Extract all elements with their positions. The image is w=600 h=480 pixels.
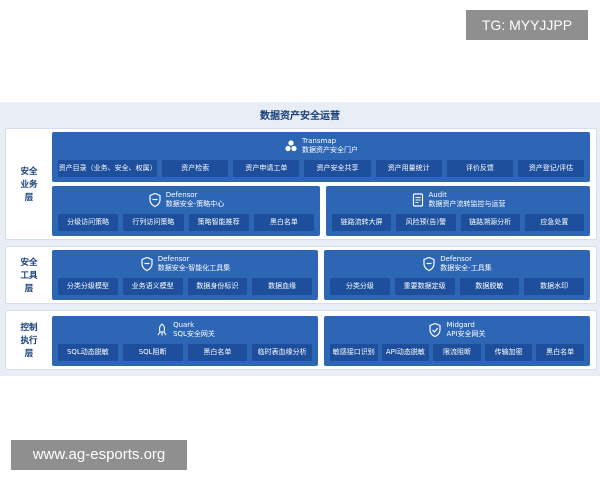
transmap-subtitle: 数据资产安全门户 <box>302 145 358 154</box>
chip-classification: 分类分级 <box>330 278 390 295</box>
transmap-name: Transmap <box>302 137 337 145</box>
chip-emergency: 应急处置 <box>524 214 584 231</box>
chip-policy-recommend: 策略智能推荐 <box>188 214 249 231</box>
defensor-tools-subtitle: 数据安全-工具集 <box>440 263 492 272</box>
label-line: 控制 <box>20 323 38 333</box>
quark-subtitle: SQL安全网关 <box>173 329 215 338</box>
layer-control-label: 控制 执行 层 <box>12 322 46 361</box>
defensor-policy-name: Defensor <box>165 191 198 199</box>
chip-important-data-grading: 重要数据定级 <box>394 278 455 295</box>
chip-sql-block: SQL阻断 <box>122 344 183 361</box>
chip-feedback: 评价反馈 <box>446 160 513 177</box>
chip-sensitive-api-detect: 敏感接口识别 <box>330 344 378 361</box>
chip-data-watermark: 数据水印 <box>524 278 584 295</box>
chip-semantic-model: 业务语义模型 <box>122 278 183 295</box>
label-line: 安全 <box>20 167 38 177</box>
label-line: 层 <box>24 193 34 203</box>
defensor-policy-subtitle: 数据安全-策略中心 <box>165 199 225 208</box>
chip-link-dashboard: 链路流转大屏 <box>332 214 392 231</box>
layer-tools-label: 安全 工具 层 <box>12 257 46 296</box>
chip-classification-model: 分类分级模型 <box>58 278 118 295</box>
chip-rate-limit: 限流阻断 <box>433 344 481 361</box>
transmap-portal: Transmap 数据资产安全门户 资产目录（业务、安全、权属） 资产检索 资产… <box>52 132 590 182</box>
diagram-title: 数据资产安全运营 <box>260 111 340 122</box>
midgard-name: Midgard <box>446 321 475 329</box>
chip-asset-request: 资产申请工单 <box>233 160 300 177</box>
rocket-icon <box>155 322 169 337</box>
midgard-api-gateway: Midgard API安全网关 敏感接口识别 API动态脱敏 限流阻断 传输加密… <box>324 316 590 366</box>
chip-row-col-access: 行列访问策略 <box>123 214 184 231</box>
chip-black-white-list: 黑白名单 <box>536 344 584 361</box>
defensor-smart-name: Defensor <box>157 255 190 263</box>
defensor-policy-center: Defensor 数据安全-策略中心 分级访问策略 行列访问策略 策略智能推荐 … <box>52 186 320 236</box>
defensor-toolset: Defensor 数据安全-工具集 分类分级 重要数据定级 数据脱敏 数据水印 <box>324 250 590 300</box>
audit-monitoring: Audit 数据资产流转监控与运营 链路流转大屏 风险预(告)警 链路溯源分析 … <box>326 186 590 236</box>
audit-subtitle: 数据资产流转监控与运营 <box>428 199 506 208</box>
chip-asset-register: 资产登记/评估 <box>517 160 585 177</box>
defensor-smart-subtitle: 数据安全-智能化工具集 <box>157 263 231 272</box>
shield-icon <box>140 256 154 271</box>
label-line: 工具 <box>20 271 38 281</box>
shield-icon <box>148 192 162 207</box>
cluster-icon <box>284 139 298 153</box>
quark-name: Quark <box>173 321 195 329</box>
label-line: 层 <box>24 284 34 294</box>
shield-icon <box>422 256 436 271</box>
chip-api-masking: API动态脱敏 <box>381 344 430 361</box>
chip-risk-alert: 风险预(告)警 <box>396 214 456 231</box>
midgard-subtitle: API安全网关 <box>446 329 486 338</box>
chip-data-lineage: 数据血缘 <box>252 278 312 295</box>
chip-tiered-access: 分级访问策略 <box>58 214 119 231</box>
chip-black-white-list: 黑白名单 <box>187 344 248 361</box>
chip-asset-usage: 资产用量统计 <box>375 160 442 177</box>
chip-asset-catalog: 资产目录（业务、安全、权属） <box>58 160 158 177</box>
chip-asset-search: 资产检索 <box>162 160 229 177</box>
label-line: 业务 <box>20 180 38 190</box>
chip-transport-encrypt: 传输加密 <box>484 344 533 361</box>
chip-data-masking: 数据脱敏 <box>459 278 520 295</box>
chip-data-identity: 数据身份标识 <box>187 278 248 295</box>
quark-sql-gateway: Quark SQL安全网关 SQL动态脱敏 SQL阻断 黑白名单 临时表血缘分析 <box>52 316 318 366</box>
chip-temp-table-lineage: 临时表血缘分析 <box>252 344 312 361</box>
defensor-smart-toolset: Defensor 数据安全-智能化工具集 分类分级模型 业务语义模型 数据身份标… <box>52 250 318 300</box>
watermark-bottom: www.ag-esports.org <box>11 440 187 470</box>
label-line: 执行 <box>20 336 38 346</box>
label-line: 层 <box>24 349 34 359</box>
defensor-tools-name: Defensor <box>440 255 472 263</box>
chip-black-white-list: 黑白名单 <box>253 214 314 231</box>
document-audit-icon <box>411 192 425 207</box>
audit-name: Audit <box>428 191 447 199</box>
chip-sql-masking: SQL动态脱敏 <box>58 344 118 361</box>
chip-asset-share: 资产安全共享 <box>304 160 371 177</box>
chip-link-trace: 链路溯源分析 <box>460 214 520 231</box>
shield-check-icon <box>428 322 442 337</box>
watermark-top: TG: MYYJJPP <box>466 10 588 40</box>
layer-business-label: 安全 业务 层 <box>12 166 46 205</box>
label-line: 安全 <box>20 258 38 268</box>
